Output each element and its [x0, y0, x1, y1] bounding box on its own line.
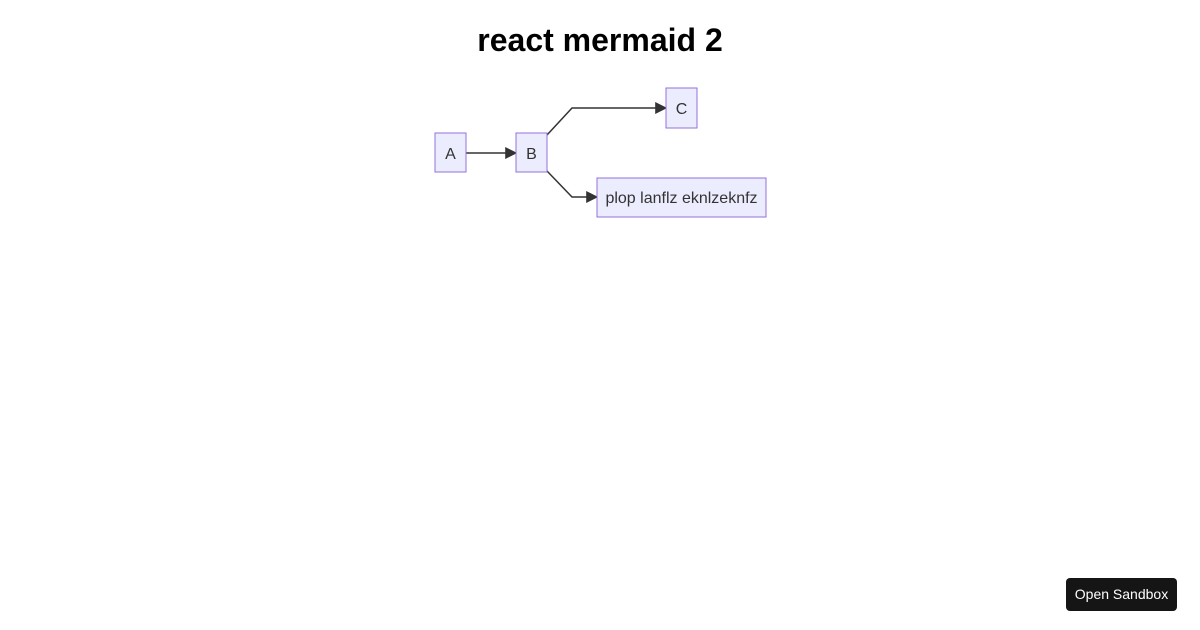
node-d[interactable]: plop lanflz eknlzeknfz — [596, 177, 767, 218]
node-c-label: C — [676, 101, 688, 118]
node-b-label: B — [526, 146, 537, 163]
node-b[interactable]: B — [515, 132, 548, 173]
open-sandbox-button[interactable]: Open Sandbox — [1066, 578, 1177, 611]
node-a[interactable]: A — [434, 132, 467, 173]
node-c[interactable]: C — [665, 87, 698, 129]
node-d-label: plop lanflz eknlzeknfz — [605, 190, 757, 207]
edge-b-to-d — [546, 170, 599, 203]
node-a-label: A — [445, 146, 456, 163]
page-title: react mermaid 2 — [477, 22, 723, 58]
edge-b-to-c — [546, 102, 668, 136]
